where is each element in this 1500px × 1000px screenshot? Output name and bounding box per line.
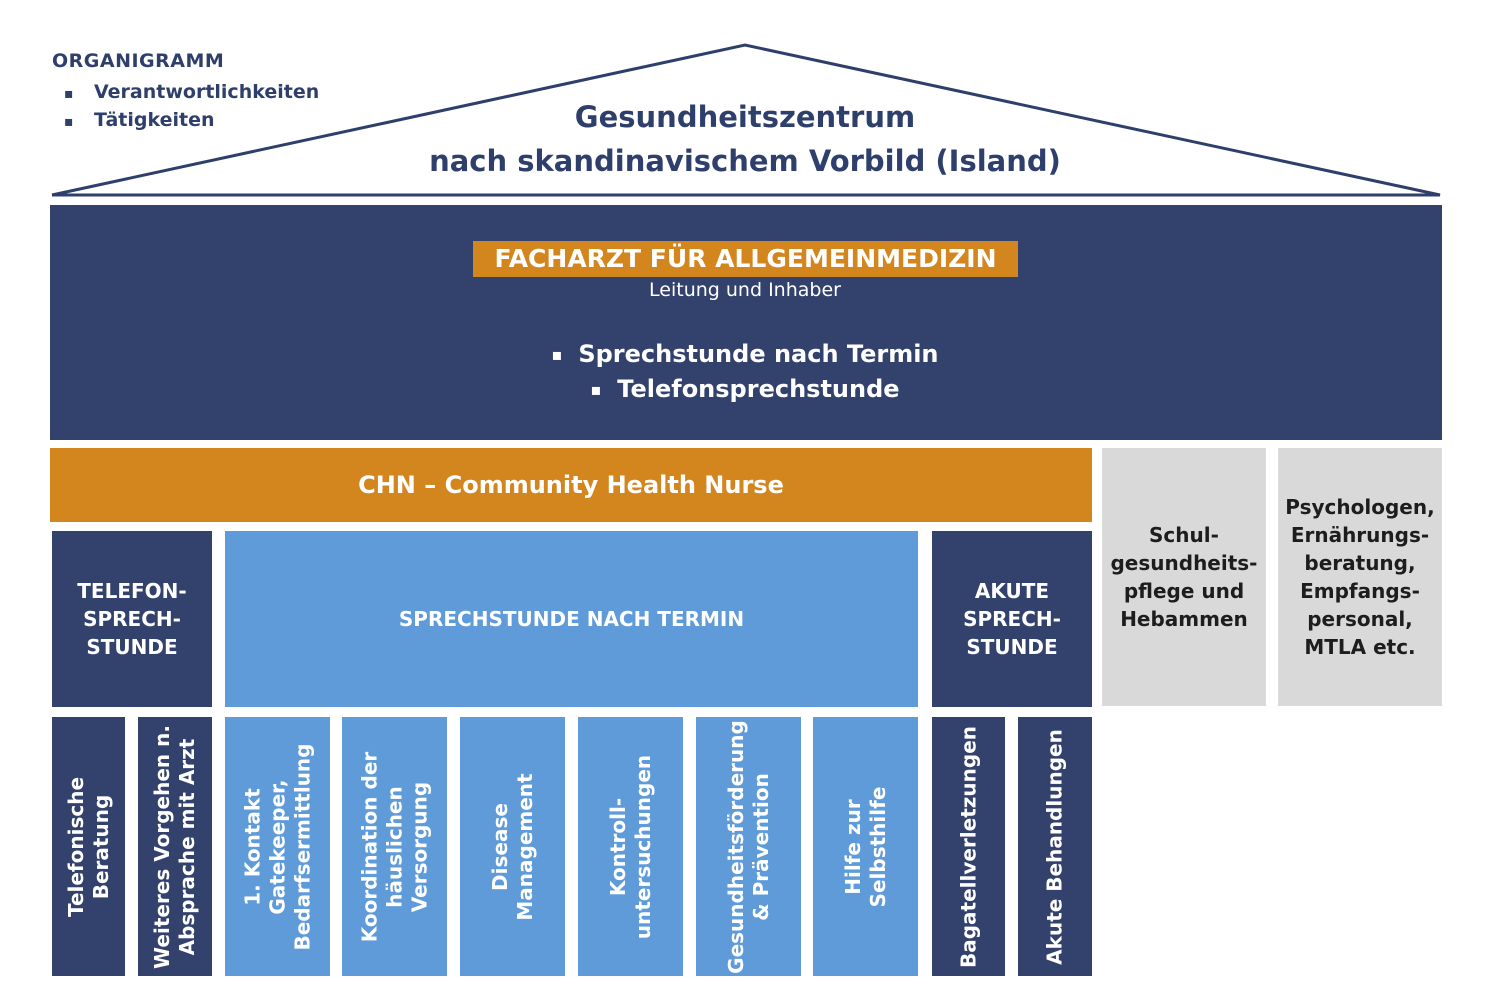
- section-sprechstunde-nach-termin: SPRECHSTUNDE NACH TERMIN: [225, 531, 918, 707]
- bullet-icon: ▪: [64, 86, 74, 102]
- column-label: Akute Behandlungen: [1042, 728, 1067, 965]
- facharzt-heading: FACHARZT FÜR ALLGEMEINMEDIZIN: [473, 241, 1018, 277]
- legend-title: ORGANIGRAMM: [52, 50, 225, 72]
- column-label: 1. Kontakt Gatekeeper, Bedarfsermittlung: [240, 743, 314, 950]
- side-box-label: Psychologen, Ernährungs- beratung, Empfa…: [1285, 495, 1435, 659]
- facharzt-bullets: ▪ Sprechstunde nach Termin ▪ Telefonsprech…: [450, 337, 1040, 407]
- legend-item: ▪ Tätigkeiten: [64, 106, 319, 134]
- facharzt-subheading: Leitung und Inhaber: [649, 279, 841, 301]
- side-box-psychologen: Psychologen, Ernährungs- beratung, Empfa…: [1278, 448, 1442, 706]
- column-disease-management: Disease Management: [460, 717, 565, 976]
- column-gesundheitsfoerderung: Gesundheitsförderung & Prävention: [696, 717, 801, 976]
- legend-item-label: Tätigkeiten: [94, 109, 215, 131]
- roof-shape: [51, 43, 1441, 197]
- legend-item-label: Verantwortlichkeiten: [94, 81, 320, 103]
- column-hilfe-zur-selbsthilfe: Hilfe zur Selbsthilfe: [813, 717, 918, 976]
- roof-title-line2: nach skandinavischem Vorbild (Island): [429, 144, 1061, 178]
- facharzt-bullet-label: Sprechstunde nach Termin: [578, 340, 939, 368]
- chn-bar: CHN – Community Health Nurse: [50, 448, 1092, 522]
- column-label: Telefonische Beratung: [63, 776, 113, 917]
- section-label: SPRECHSTUNDE NACH TERMIN: [398, 607, 745, 631]
- section-akute-sprechstunde: AKUTE SPRECH- STUNDE: [932, 531, 1092, 707]
- column-label: Weiteres Vorgehen n. Absprache mit Arzt: [150, 724, 199, 969]
- column-label: Koordination der häuslichen Versorgung: [357, 751, 431, 942]
- roof-title: Gesundheitszentrum nach skandinavischem …: [300, 95, 1190, 183]
- facharzt-bullet-label: Telefonsprechstunde: [617, 375, 900, 403]
- bullet-icon: ▪: [64, 114, 74, 130]
- section-label: AKUTE SPRECH- STUNDE: [963, 579, 1061, 659]
- bullet-icon: ▪: [551, 345, 563, 364]
- section-label: TELEFON- SPRECH- STUNDE: [77, 579, 187, 659]
- roof-title-line1: Gesundheitszentrum: [574, 100, 916, 134]
- legend-item: ▪ Verantwortlichkeiten: [64, 78, 319, 106]
- column-label: Gesundheitsförderung & Prävention: [723, 719, 773, 974]
- column-telefonische-beratung: Telefonische Beratung: [52, 717, 125, 976]
- legend-list: ▪ Verantwortlichkeiten ▪ Tätigkeiten: [64, 78, 319, 134]
- column-label: Hilfe zur Selbsthilfe: [840, 786, 890, 907]
- side-box-label: Schul- gesundheits- pflege und Hebammen: [1110, 523, 1258, 631]
- column-label: Bagatellverletzungen: [956, 725, 980, 968]
- column-akute-behandlungen: Akute Behandlungen: [1018, 717, 1092, 976]
- column-kontrolluntersuchungen: Kontroll- untersuchungen: [578, 717, 683, 976]
- column-label: Kontroll- untersuchungen: [605, 754, 655, 939]
- column-bagatellverletzungen: Bagatellverletzungen: [932, 717, 1005, 976]
- facharzt-bullet: ▪ Telefonsprechstunde: [450, 372, 1040, 407]
- column-label: Disease Management: [487, 772, 537, 921]
- column-koordination: Koordination der häuslichen Versorgung: [342, 717, 447, 976]
- section-telefonsprechstunde: TELEFON- SPRECH- STUNDE: [52, 531, 212, 707]
- facharzt-bullet: ▪ Sprechstunde nach Termin: [450, 337, 1040, 372]
- side-box-schulgesundheit: Schul- gesundheits- pflege und Hebammen: [1102, 448, 1266, 706]
- column-weiteres-vorgehen: Weiteres Vorgehen n. Absprache mit Arzt: [138, 717, 212, 976]
- column-kontakt-gatekeeper: 1. Kontakt Gatekeeper, Bedarfsermittlung: [225, 717, 330, 976]
- bullet-icon: ▪: [590, 380, 602, 399]
